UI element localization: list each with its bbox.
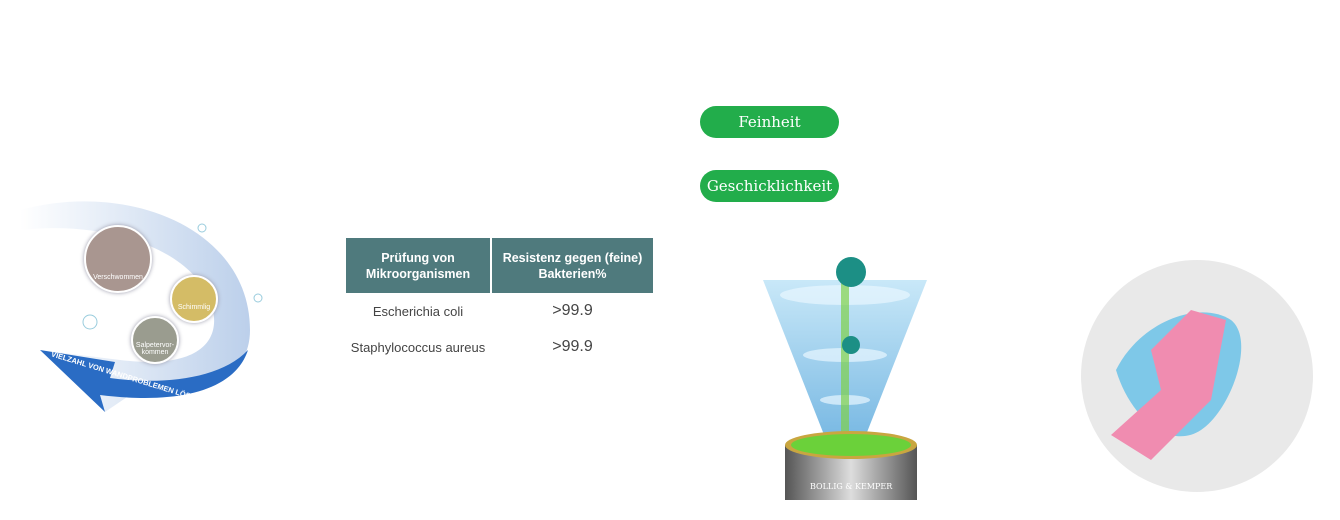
organism-cell: Staphylococcus aureus (350, 339, 486, 355)
problem-label: Salpetervor-kommen (135, 342, 175, 356)
paint-filter-illustration: BOLLIG & KEMPER (755, 250, 935, 505)
cleaning-glove-image (1081, 260, 1313, 492)
table-header: Resistenz gegen (feine) Bakterien% (492, 238, 653, 293)
table-row: Escherichia coli >99.9 (346, 293, 653, 329)
feinheit-badge: Feinheit (700, 106, 839, 138)
problem-circle: Schimmlig (170, 275, 218, 323)
swirl-arrow-graphic (20, 201, 263, 412)
glove-cloth-graphic (1111, 310, 1242, 460)
value-cell: >99.9 (552, 338, 593, 355)
wall-problems-illustration: Verschwommen Schimmlig Salpetervor-komme… (10, 190, 280, 420)
problem-label: Schimmlig (177, 304, 211, 311)
problem-label: Verschwommen (93, 274, 143, 281)
organism-cell: Escherichia coli (372, 303, 464, 319)
problem-circle: Verschwommen (84, 225, 152, 293)
table-header: Prüfung von Mikroorganismen (346, 238, 490, 293)
filter-funnel-graphic (763, 257, 927, 500)
table-row: Staphylococcus aureus >99.9 (346, 329, 653, 365)
geschicklichkeit-badge: Geschicklichkeit (700, 170, 839, 202)
problem-circle: Salpetervor-kommen (131, 316, 179, 364)
paint-can-brand: BOLLIG & KEMPER (810, 482, 893, 491)
value-cell: >99.9 (552, 302, 593, 319)
